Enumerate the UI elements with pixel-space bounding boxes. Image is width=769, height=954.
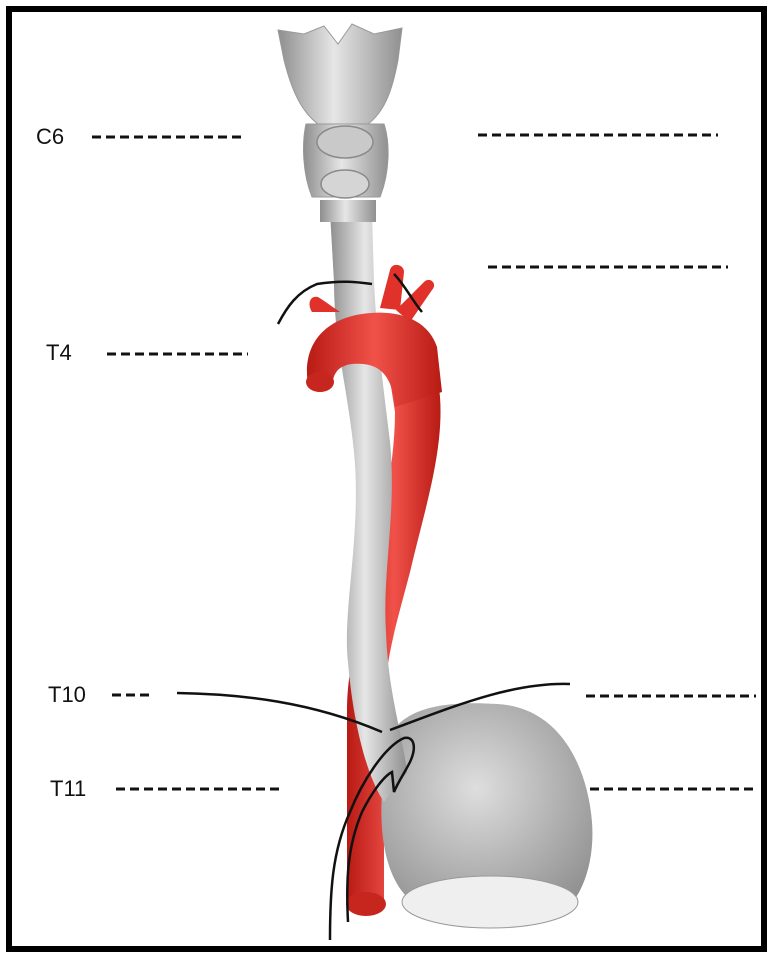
larynx-ring (317, 126, 373, 158)
esophagus-anatomy-illustration (12, 12, 761, 946)
descending-aorta-end (346, 892, 386, 916)
thyroid-cartilage (278, 24, 402, 124)
brachiocephalic-branch (380, 265, 404, 310)
ascending-aorta-end (306, 372, 334, 392)
stomach-opening (402, 876, 578, 928)
larynx-ring-lower (321, 170, 369, 198)
level-label-t11: T11 (50, 778, 86, 800)
larynx (278, 24, 402, 222)
level-label-t4: T4 (46, 342, 72, 364)
diagram-frame: C6 T4 T10 T11 (6, 6, 767, 952)
trachea-segment (320, 200, 376, 222)
level-label-c6: C6 (36, 126, 64, 148)
stomach (381, 703, 592, 928)
level-label-t10: T10 (48, 684, 86, 706)
